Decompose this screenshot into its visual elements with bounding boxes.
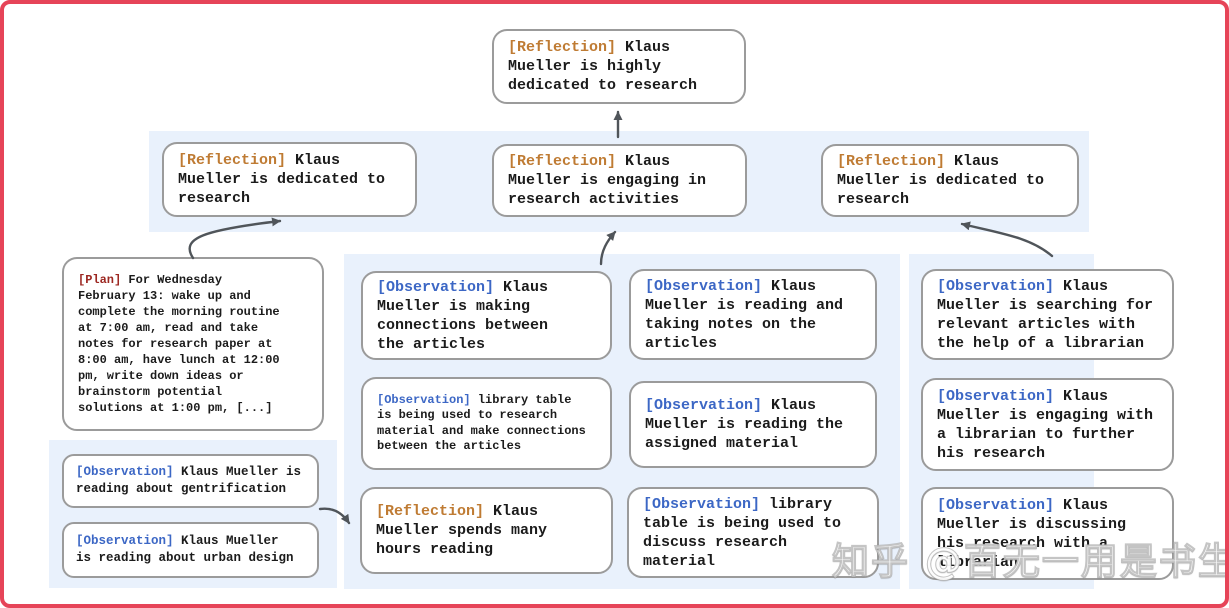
node-obs-connections: [Observation] Klaus Mueller is making co… bbox=[361, 271, 612, 360]
node-text: [Reflection] Klaus Mueller is engaging i… bbox=[508, 153, 707, 208]
reflection-tag: [Reflection] bbox=[508, 153, 617, 170]
observation-tag: [Observation] bbox=[377, 392, 471, 407]
node-obs-engaging-librarian: [Observation] Klaus Mueller is engaging … bbox=[921, 378, 1174, 471]
node-refl-hours-reading: [Reflection] Klaus Mueller spends many h… bbox=[360, 487, 613, 574]
node-text: [Observation] Klaus Mueller is making co… bbox=[377, 278, 549, 353]
node-top-reflection: [Reflection] Klaus Mueller is highly ded… bbox=[492, 29, 746, 104]
reflection-tag: [Reflection] bbox=[376, 503, 485, 520]
plan-tag: [Plan] bbox=[78, 273, 122, 287]
node-obs-gentrification: [Observation] Klaus Mueller is reading a… bbox=[62, 454, 319, 508]
node-obs-library-discuss: [Observation] library table is being use… bbox=[627, 487, 879, 578]
node-plan: [Plan] For Wednesday February 13: wake u… bbox=[62, 257, 324, 431]
node-text: [Observation] Klaus Mueller is searching… bbox=[937, 277, 1154, 352]
node-text: [Observation] Klaus Mueller is reading t… bbox=[645, 397, 844, 452]
node-obs-discussing-librarian: [Observation] Klaus Mueller is discussin… bbox=[921, 487, 1174, 580]
observation-tag: [Observation] bbox=[937, 277, 1055, 295]
reflection-tag: [Reflection] bbox=[837, 153, 946, 170]
observation-tag: [Observation] bbox=[645, 277, 763, 295]
observation-tag: [Observation] bbox=[76, 465, 174, 479]
node-obs-urban-design: [Observation] Klaus Mueller is reading a… bbox=[62, 522, 319, 578]
node-text: [Plan] For Wednesday February 13: wake u… bbox=[78, 273, 280, 415]
node-text: [Reflection] Klaus Mueller is dedicated … bbox=[178, 152, 386, 207]
node-text: [Observation] Klaus Mueller is reading a… bbox=[645, 277, 844, 352]
node-obs-taking-notes: [Observation] Klaus Mueller is reading a… bbox=[629, 269, 877, 360]
observation-tag: [Observation] bbox=[643, 495, 761, 513]
observation-tag: [Observation] bbox=[937, 496, 1055, 514]
observation-tag: [Observation] bbox=[645, 397, 763, 414]
node-l2-reflection-right: [Reflection] Klaus Mueller is dedicated … bbox=[821, 144, 1079, 217]
node-obs-assigned-material: [Observation] Klaus Mueller is reading t… bbox=[629, 381, 877, 468]
node-text: [Observation] Klaus Mueller is reading a… bbox=[76, 465, 302, 496]
node-l2-reflection-mid: [Reflection] Klaus Mueller is engaging i… bbox=[492, 144, 747, 217]
node-text: [Reflection] Klaus Mueller is highly ded… bbox=[508, 39, 698, 94]
node-text: [Observation] Klaus Mueller is discussin… bbox=[937, 496, 1127, 571]
zhihu-watermark: 知乎 @百无一用是书生 bbox=[832, 540, 1229, 584]
node-text: [Reflection] Klaus Mueller spends many h… bbox=[376, 503, 548, 558]
node-obs-library-research: [Observation] library table is being use… bbox=[361, 377, 612, 470]
observation-tag: [Observation] bbox=[76, 534, 174, 548]
node-text: [Reflection] Klaus Mueller is dedicated … bbox=[837, 153, 1045, 208]
observation-tag: [Observation] bbox=[377, 278, 495, 296]
observation-tag: [Observation] bbox=[937, 387, 1055, 405]
reflection-tag: [Reflection] bbox=[508, 39, 617, 56]
node-text: [Observation] Klaus Mueller is reading a… bbox=[76, 534, 294, 565]
reflection-tag: [Reflection] bbox=[178, 152, 287, 169]
node-text: [Observation] Klaus Mueller is engaging … bbox=[937, 387, 1154, 462]
node-obs-searching-articles: [Observation] Klaus Mueller is searching… bbox=[921, 269, 1174, 360]
node-l2-reflection-left: [Reflection] Klaus Mueller is dedicated … bbox=[162, 142, 417, 217]
node-text: [Observation] library table is being use… bbox=[377, 392, 586, 454]
node-text: [Observation] library table is being use… bbox=[643, 495, 842, 570]
